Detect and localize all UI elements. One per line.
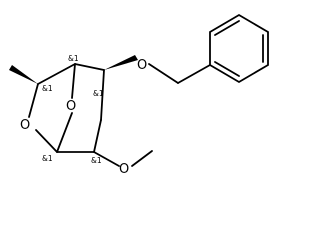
stereo-label-methyl-carbon: &1 xyxy=(42,84,53,93)
phenyl-inner-bond-3 xyxy=(214,61,240,77)
stereo-label-benzyloxy-carbon: &1 xyxy=(93,89,104,98)
stereo-label-bridgehead-top: &1 xyxy=(68,54,79,63)
stereo-label-anomeric-carbon: &1 xyxy=(42,154,53,163)
wedge-bond-c4-o-benzyl xyxy=(104,55,138,70)
bond-c4-c5 xyxy=(74,63,105,71)
chemical-structure-diagram: O O O O &1 &1 &1 &1 &1 xyxy=(9,13,269,177)
bond-o-bridge-c1 xyxy=(56,112,73,153)
wedge-bond-methyl xyxy=(9,65,38,84)
bond-c5-o-ring xyxy=(28,83,39,118)
bond-o-methoxy-ch3 xyxy=(131,150,153,167)
phenyl-ring-outline xyxy=(209,13,269,84)
bond-c2-c3 xyxy=(93,119,102,153)
bond-c2-o-methoxy xyxy=(93,151,120,167)
phenyl-ring xyxy=(209,13,269,84)
stereo-labels: &1 &1 &1 &1 &1 xyxy=(42,54,104,165)
bond-c5-o-bridge xyxy=(71,63,76,99)
bridge-oxygen-label: O xyxy=(66,99,76,114)
bonds xyxy=(28,63,211,167)
methoxy-oxygen-label: O xyxy=(119,162,129,177)
bond-o-benzyl-ch2 xyxy=(148,63,179,84)
stereo-label-methoxy-carbon: &1 xyxy=(91,156,102,165)
bond-o-ring-c1 xyxy=(35,129,58,153)
bond-ch2-phenyl xyxy=(177,64,211,84)
bond-c5-c6 xyxy=(37,63,76,85)
phenyl-inner-bond-1 xyxy=(214,20,240,36)
benzyloxy-oxygen-label: O xyxy=(137,58,147,73)
wedge-bonds xyxy=(9,55,138,84)
bond-c3-c4 xyxy=(100,69,105,121)
atom-labels: O O O O xyxy=(20,58,147,177)
ring-oxygen-label: O xyxy=(20,118,30,133)
